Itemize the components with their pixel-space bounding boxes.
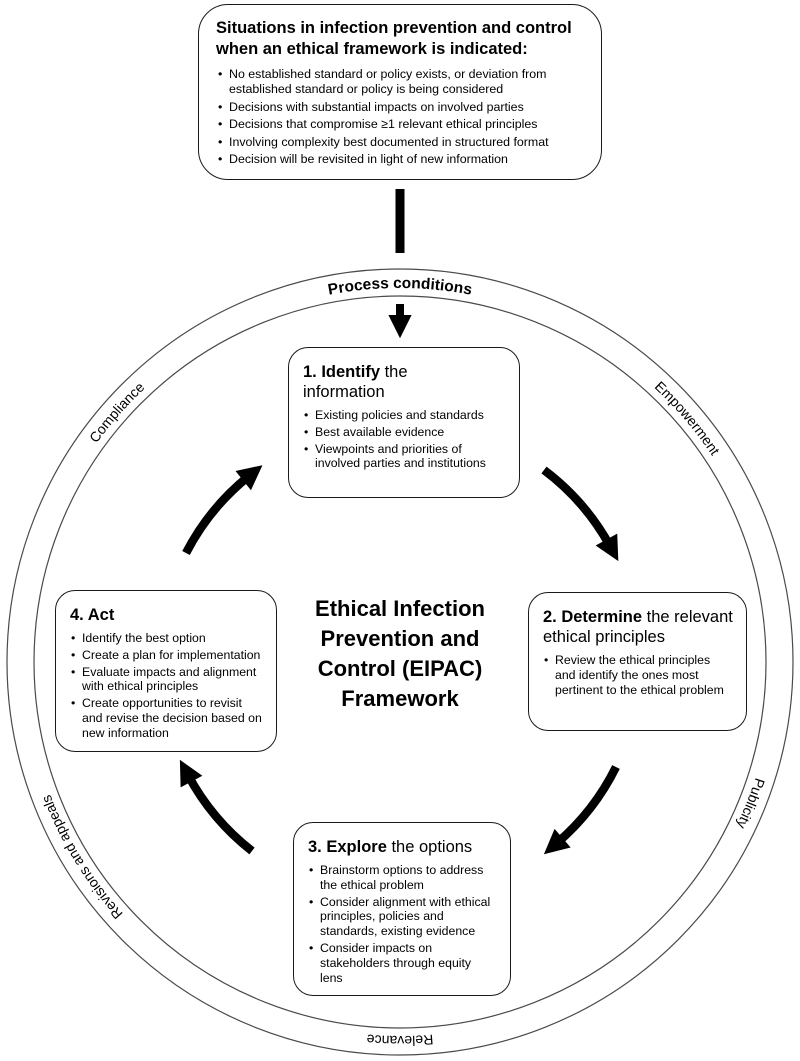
situations-box: Situations in infection prevention and c… bbox=[198, 4, 602, 181]
framework-title-line: Ethical Infection bbox=[315, 596, 485, 621]
step1-title: 1. Identify the information bbox=[303, 362, 468, 402]
step1-bullet: Best available evidence bbox=[302, 425, 506, 440]
step4-bullet: Evaluate impacts and alignment with ethi… bbox=[69, 665, 263, 695]
step4-bullet: Identify the best option bbox=[69, 631, 263, 646]
step3-bullet-list: Brainstorm options to address the ethica… bbox=[307, 863, 497, 985]
step2-title-keyword: 2. Determine bbox=[543, 608, 643, 626]
step-box-act: 4. Act Identify the best option Create a… bbox=[55, 590, 277, 752]
step3-title-keyword: 3. Explore bbox=[308, 838, 387, 856]
step3-bullet: Consider alignment with ethical principl… bbox=[307, 895, 497, 939]
ring-label-process-conditions: Process conditions bbox=[327, 275, 474, 299]
step4-title-keyword: 4. Act bbox=[70, 606, 115, 624]
arrow-step2-to-step3-icon bbox=[543, 765, 620, 855]
framework-title-line: Framework bbox=[341, 686, 459, 711]
step3-title: 3. Explore the options bbox=[308, 837, 497, 857]
ring-label-empowerment: Empowerment bbox=[652, 378, 723, 458]
step4-bullet: Create opportunities to revisit and revi… bbox=[69, 696, 263, 740]
situations-bullet: Decision will be revisited in light of n… bbox=[216, 152, 584, 168]
arrow-step1-to-step2-icon bbox=[541, 466, 619, 562]
step4-title: 4. Act bbox=[70, 605, 263, 625]
step1-bullet: Existing policies and standards bbox=[302, 408, 506, 423]
step1-bullet: Viewpoints and priorities of involved pa… bbox=[302, 442, 506, 472]
step3-bullet: Consider impacts on stakeholders through… bbox=[307, 941, 497, 985]
arrow-step4-to-step1-icon bbox=[182, 465, 263, 555]
ring-label-revisions-and-appeals: Revisions and appeals bbox=[38, 793, 126, 922]
ring-label-publicity: Publicity bbox=[734, 776, 769, 831]
framework-title: Ethical Infection Prevention and Control… bbox=[283, 594, 517, 714]
situations-bullet: Decisions with substantial impacts on in… bbox=[216, 100, 584, 116]
framework-title-line: Prevention and bbox=[320, 626, 480, 651]
step-box-determine: 2. Determine the relevant ethical princi… bbox=[528, 592, 747, 731]
inner-ring-circle bbox=[33, 295, 767, 1029]
step4-bullet-list: Identify the best option Create a plan f… bbox=[69, 631, 263, 741]
situations-bullet: No established standard or policy exists… bbox=[216, 67, 584, 98]
step1-title-rest: the information bbox=[303, 363, 408, 401]
step3-title-rest: the options bbox=[386, 838, 473, 856]
step2-title-rest: the relevant ethical principles bbox=[543, 608, 733, 646]
ring-label-relevance: Relevance bbox=[366, 1032, 434, 1049]
situations-bullet-list: No established standard or policy exists… bbox=[216, 67, 584, 168]
situations-bullet: Decisions that compromise ≥1 relevant et… bbox=[216, 117, 584, 133]
step4-bullet: Create a plan for implementation bbox=[69, 648, 263, 663]
framework-title-line: Control (EIPAC) bbox=[317, 656, 483, 681]
step2-title: 2. Determine the relevant ethical princi… bbox=[543, 607, 733, 647]
step2-bullet-list: Review the ethical principles and identi… bbox=[542, 653, 733, 697]
situations-bullet: Involving complexity best documented in … bbox=[216, 135, 584, 151]
step2-bullet: Review the ethical principles and identi… bbox=[542, 653, 733, 697]
outer-ring-circle bbox=[6, 268, 794, 1056]
step-box-explore: 3. Explore the options Brainstorm option… bbox=[293, 822, 511, 997]
arrow-step3-to-step4-icon bbox=[179, 759, 255, 855]
step-box-identify: 1. Identify the information Existing pol… bbox=[288, 347, 520, 498]
ring-label-compliance: Compliance bbox=[86, 379, 148, 446]
step1-bullet-list: Existing policies and standards Best ava… bbox=[302, 408, 506, 471]
step1-title-keyword: 1. Identify bbox=[303, 363, 381, 381]
situations-title: Situations in infection prevention and c… bbox=[216, 19, 572, 58]
step3-bullet: Brainstorm options to address the ethica… bbox=[307, 863, 497, 893]
